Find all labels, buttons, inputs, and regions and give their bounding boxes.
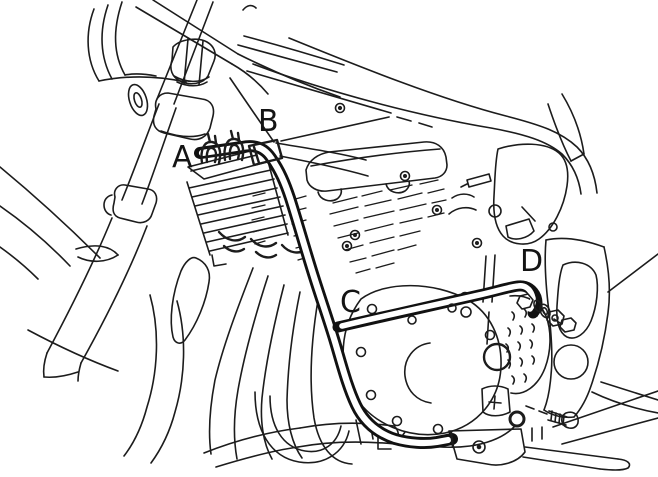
rear-frame-plate xyxy=(543,237,658,445)
frame xyxy=(229,35,598,195)
mounting-hardware-lower xyxy=(481,385,579,429)
cylinder-fins xyxy=(251,179,447,274)
mount-point-label-c: C xyxy=(340,285,361,320)
crash-bar-end-cap xyxy=(449,430,455,449)
mount-point-label-a: A xyxy=(172,140,193,175)
front-fork xyxy=(42,0,215,382)
crash-bar-weld-bung xyxy=(447,303,457,313)
mount-point-label-d: D xyxy=(520,244,543,279)
clamp-a xyxy=(200,129,245,165)
side-cover xyxy=(492,143,569,245)
footpeg-bracket xyxy=(448,426,631,471)
mounting-hardware-d xyxy=(516,293,577,333)
reflector xyxy=(127,83,149,117)
mount-point-label-b: B xyxy=(258,104,279,139)
crash-bar xyxy=(194,140,543,449)
crash-bar-weld-bung xyxy=(407,315,417,325)
bracket-b xyxy=(247,138,284,167)
front-wheel xyxy=(0,166,119,372)
turn-signal xyxy=(170,38,216,87)
